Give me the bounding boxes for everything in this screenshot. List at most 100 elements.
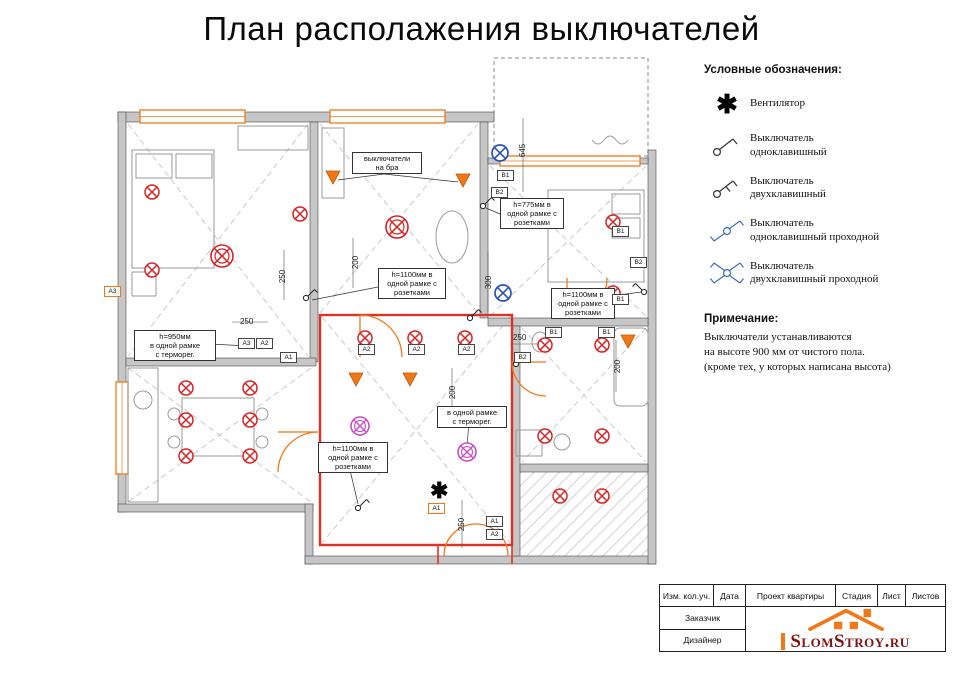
furniture (127, 125, 649, 503)
group-tag: B1 (612, 294, 629, 305)
legend: Условные обозначения: ✱ Вентилятор Выклю… (704, 64, 952, 375)
group-tag: B2 (630, 257, 647, 268)
light-symbol (178, 448, 194, 464)
logo: SlomStroy.ru (748, 608, 943, 652)
legend-item-switch-single-pass: Выключатель одноклавишный проходной (704, 217, 952, 245)
light-symbol (242, 380, 258, 396)
group-tag: B1 (612, 226, 629, 237)
note-text: Выключатели устанавливаются на высоте 90… (704, 331, 891, 373)
tb-col-project: Проект квартиры (745, 584, 836, 607)
house-icon (807, 608, 884, 631)
group-tag: A3 (104, 286, 121, 297)
legend-label: Выключатель двухклавишный проходной (750, 259, 879, 286)
group-tag: B1 (497, 170, 514, 181)
note-title: Примечание: (704, 313, 779, 325)
dimension-label: 300 (484, 275, 494, 290)
tb-row-customer: Заказчик (659, 606, 746, 630)
tb-row-designer: Дизайнер (659, 628, 746, 652)
callout-height: h=1100мм в одной рамке с розетками (378, 268, 446, 299)
thermo-light-symbol (457, 442, 477, 462)
legend-label: Выключатель двухклавишный (750, 174, 826, 201)
callout-height: h=1100мм в одной рамке с розетками (551, 288, 615, 319)
dimension-label: 645 (518, 143, 528, 158)
light-symbol (594, 428, 610, 444)
group-tag: A2 (486, 529, 503, 540)
group-tag: A2 (256, 338, 273, 349)
thermo-light-symbol (350, 416, 370, 436)
switch-single-icon (704, 133, 750, 159)
group-tag: B2 (491, 187, 508, 198)
leader-lines (209, 173, 643, 505)
dimension-label: 200 (351, 255, 361, 270)
switch-double-pass-icon (704, 260, 750, 286)
legend-label: Выключатель одноклавишный (750, 132, 827, 158)
group-tag: A1 (486, 516, 503, 527)
legend-item-switch-double-pass: Выключатель двухклавишный проходной (704, 260, 952, 288)
legend-title: Условные обозначения: (704, 64, 842, 76)
light-symbol (594, 337, 610, 353)
windows (115, 109, 641, 475)
chandelier-symbol (385, 215, 409, 239)
legend-label: Вентилятор (750, 97, 806, 110)
dimension-lines (232, 118, 617, 548)
light-symbol (242, 448, 258, 464)
pass-switch-symbol (491, 144, 509, 162)
legend-item-fan: ✱ Вентилятор (704, 91, 952, 117)
light-symbol (357, 330, 373, 346)
fan-icon: ✱ (716, 89, 738, 119)
legend-item-switch-double: Выключатель двухклавишный (704, 175, 952, 203)
light-symbol (537, 337, 553, 353)
logo-bar (781, 633, 786, 650)
callout-sconces: выключатели на бра (352, 152, 422, 174)
legend-label: Выключатель одноклавишный проходной (750, 217, 880, 243)
pass-switch-symbol (494, 284, 512, 302)
dimension-label: 250 (278, 269, 288, 284)
light-symbol (594, 488, 610, 504)
light-symbol (144, 262, 160, 278)
light-symbol (552, 488, 568, 504)
tb-col-sheet: Лист (877, 584, 906, 607)
logo-text: SlomStroy.ru (790, 631, 910, 652)
callout-height: h=775мм в одной рамке с розетками (500, 198, 564, 229)
hatched-zones (493, 57, 649, 556)
group-tag: A2 (408, 344, 425, 355)
callout-thermo: в одной рамке с терморег. (437, 406, 507, 428)
group-tag: A3 (238, 338, 255, 349)
group-tag: B2 (514, 352, 531, 363)
fan-icon: ✱ (430, 478, 449, 503)
sconce-icon (325, 170, 341, 185)
sconce-icon (402, 372, 418, 387)
logo-cell: SlomStroy.ru (745, 606, 946, 652)
dimension-label: 200 (613, 359, 623, 374)
tb-col-data: Дата (713, 584, 746, 607)
chandelier-symbol (210, 244, 234, 268)
switch-double-icon (704, 175, 750, 201)
group-tag: A1 (428, 503, 445, 514)
dimension-label: 200 (448, 385, 458, 400)
group-tag: A2 (358, 344, 375, 355)
tb-col-izm: Изм. кол.уч. (659, 584, 714, 607)
light-symbol (537, 428, 553, 444)
dimension-label: 250 (513, 333, 527, 342)
legend-item-switch-single: Выключатель одноклавишный (704, 132, 952, 160)
callout-height: h=1100мм в одной рамке с розетками (318, 442, 388, 473)
light-symbol (407, 330, 423, 346)
dimension-label: 250 (457, 517, 467, 532)
dimension-label: 250 (240, 317, 254, 326)
group-tag: B1 (598, 327, 615, 338)
sconce-icon (620, 334, 636, 349)
light-symbol (242, 412, 258, 428)
tb-col-stage: Стадия (835, 584, 878, 607)
light-symbol (178, 412, 194, 428)
page-title: План располажения выключателей (203, 10, 760, 47)
tb-col-sheets: Листов (905, 584, 946, 607)
switch-single-pass-icon (704, 218, 750, 244)
light-symbol (178, 380, 194, 396)
light-symbol (292, 206, 308, 222)
group-tag: A2 (458, 344, 475, 355)
group-tag: A1 (280, 352, 297, 363)
corridor-highlight (318, 313, 514, 564)
light-symbol (144, 184, 160, 200)
